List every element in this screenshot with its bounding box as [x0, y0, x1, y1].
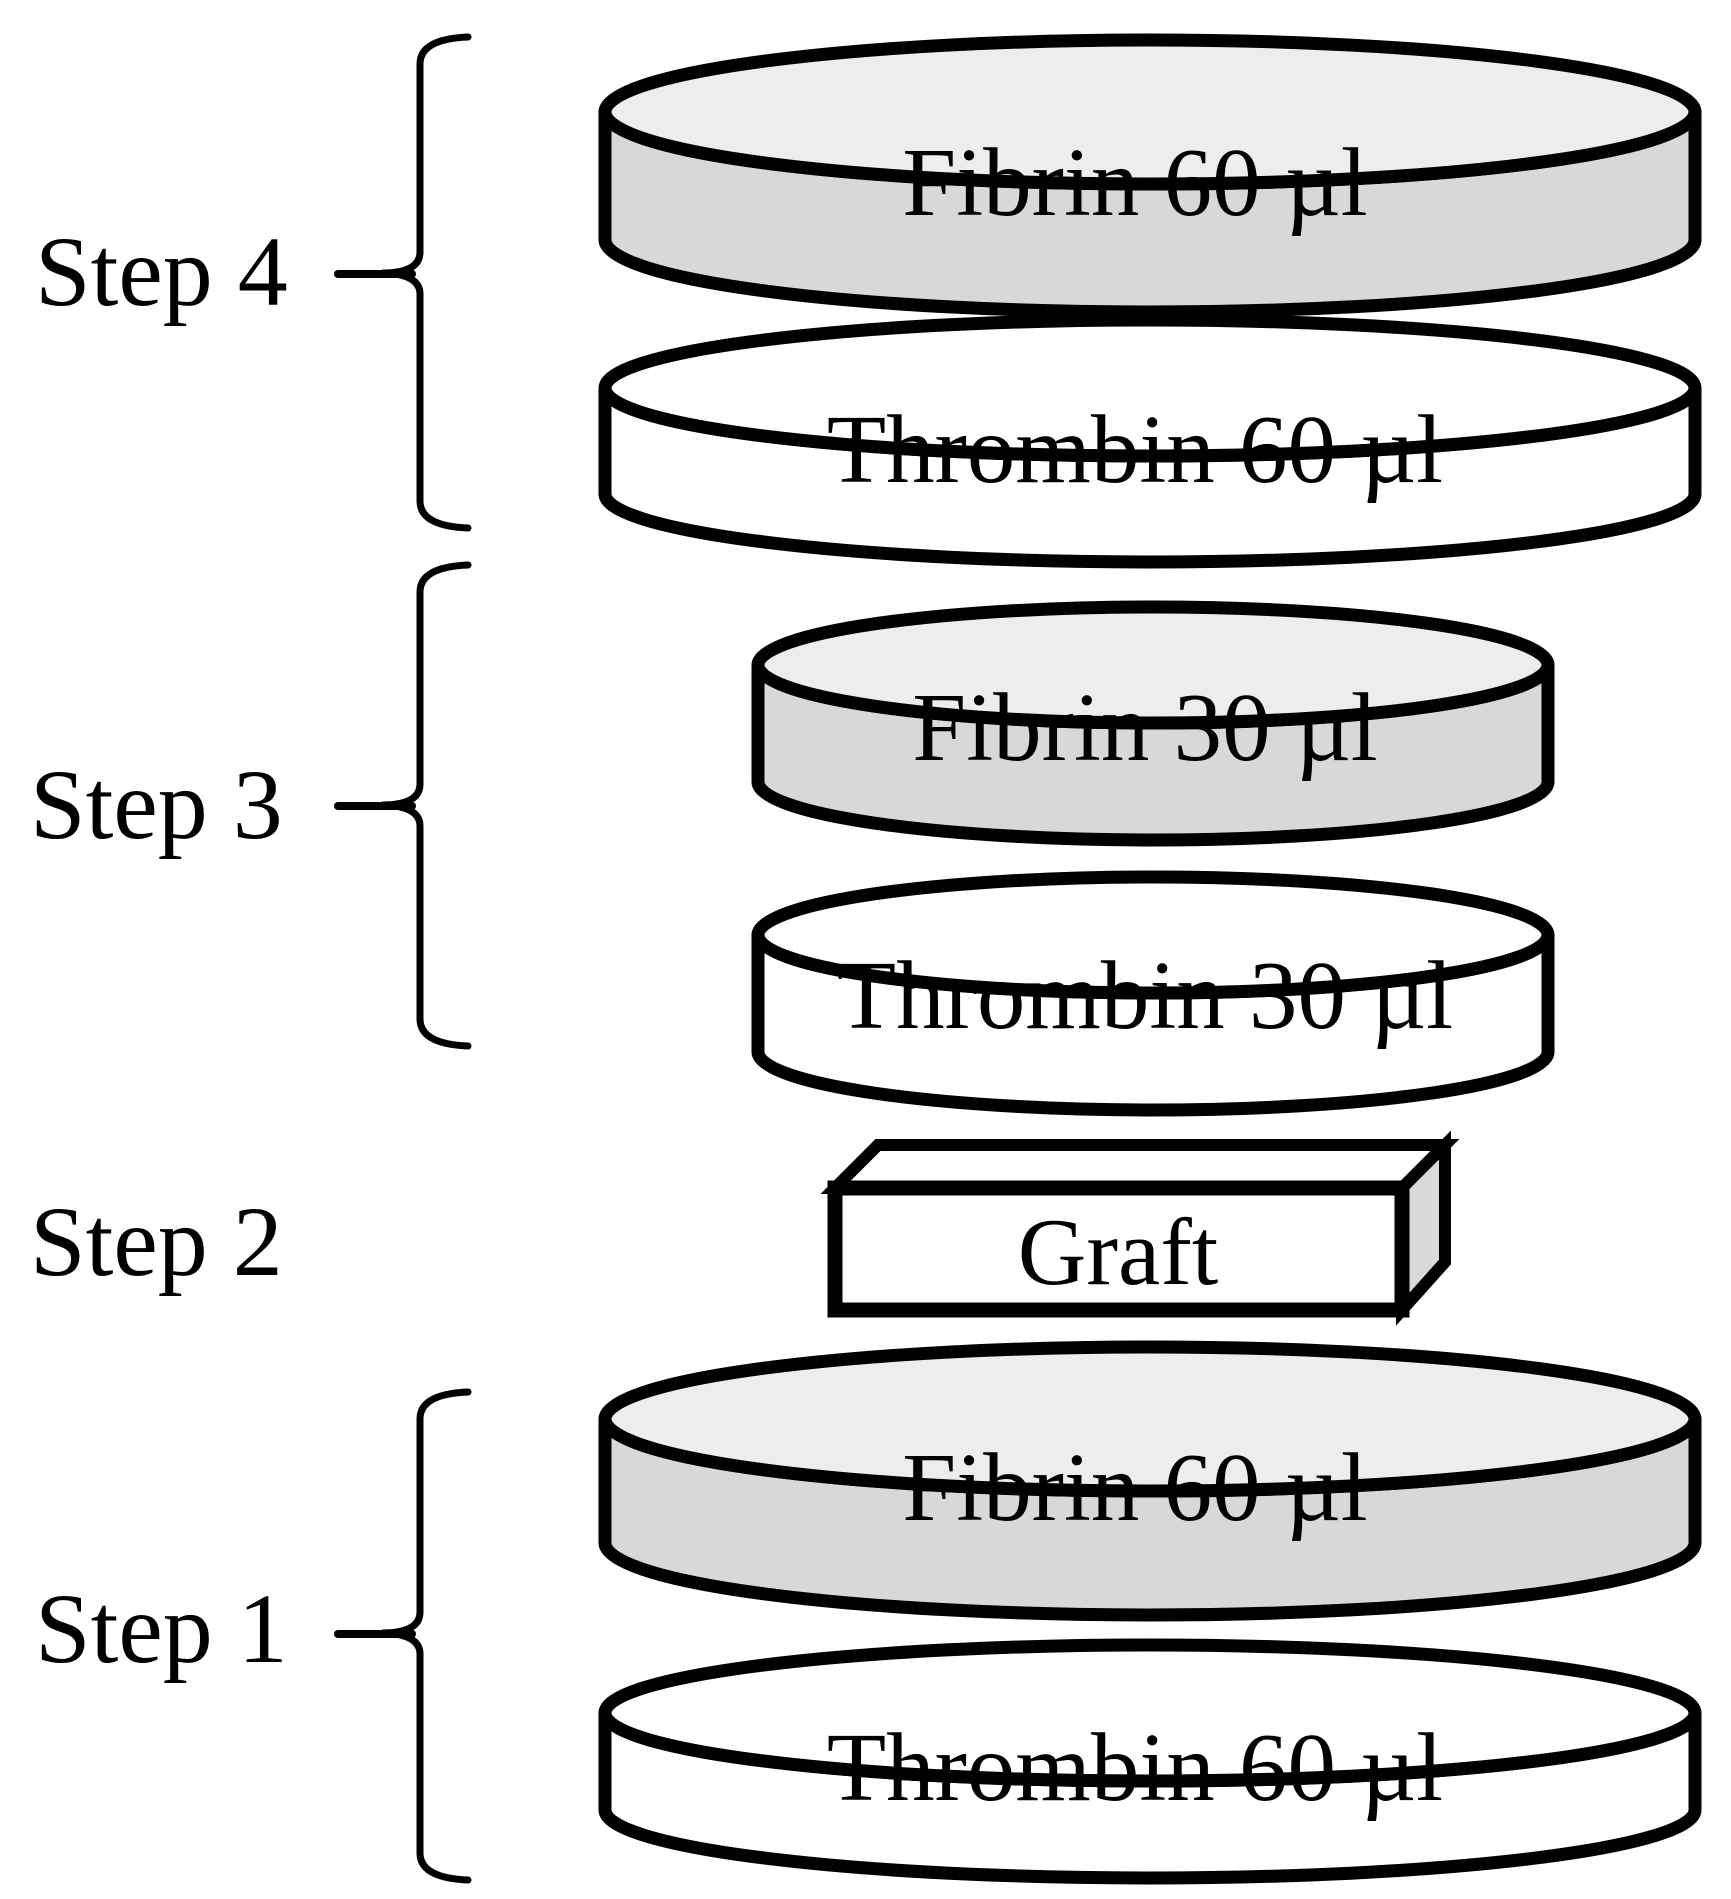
step2-graft-box: Graft — [820, 1130, 1460, 1326]
cylinder-top — [598, 1340, 1702, 1498]
step3-fibrin-30-cylinder: Fibrin 30 µl — [751, 600, 1555, 847]
step1-annotation: Step 1 — [35, 1388, 472, 1884]
step1-label: Step 1 — [35, 1573, 288, 1684]
graft-front-face — [827, 1180, 1410, 1318]
step3-fibrin-30-label: Fibrin 30 µl — [912, 674, 1378, 781]
step3-thrombin-30-label: Thrombin 30 µl — [837, 942, 1453, 1049]
step2-label: Step 2 — [30, 1186, 283, 1297]
cylinder-top — [598, 1638, 1702, 1788]
step2-annotation: Step 2 — [30, 1186, 283, 1297]
step1-fibrin-60-label: Fibrin 60 µl — [902, 1434, 1368, 1541]
step4-fibrin-60-label: Fibrin 60 µl — [902, 129, 1368, 236]
step1-fibrin-60-cylinder: Fibrin 60 µl — [598, 1340, 1702, 1622]
step4-thrombin-60-cylinder: Thrombin 60 µl — [598, 313, 1702, 569]
cylinder-top — [598, 33, 1702, 191]
step1-thrombin-60-cylinder: Thrombin 60 µl — [598, 1638, 1702, 1885]
graft-label: Graft — [1018, 1199, 1218, 1305]
step3-label: Step 3 — [30, 749, 283, 860]
step1-brace — [381, 1388, 472, 1884]
step4-brace — [381, 33, 472, 532]
step4-label: Step 4 — [35, 216, 288, 327]
cylinder-top — [751, 870, 1555, 1000]
cylinder-top — [598, 313, 1702, 463]
step4-fibrin-60-cylinder: Fibrin 60 µl — [598, 33, 1702, 319]
step4-thrombin-60-label: Thrombin 60 µl — [827, 396, 1443, 503]
cylinder-top — [751, 600, 1555, 730]
step3-annotation: Step 3 — [30, 561, 472, 1050]
step1-thrombin-60-label: Thrombin 60 µl — [827, 1714, 1443, 1821]
step3-brace — [381, 561, 472, 1050]
step3-thrombin-30-cylinder: Thrombin 30 µl — [751, 870, 1555, 1117]
step4-annotation: Step 4 — [35, 33, 472, 532]
